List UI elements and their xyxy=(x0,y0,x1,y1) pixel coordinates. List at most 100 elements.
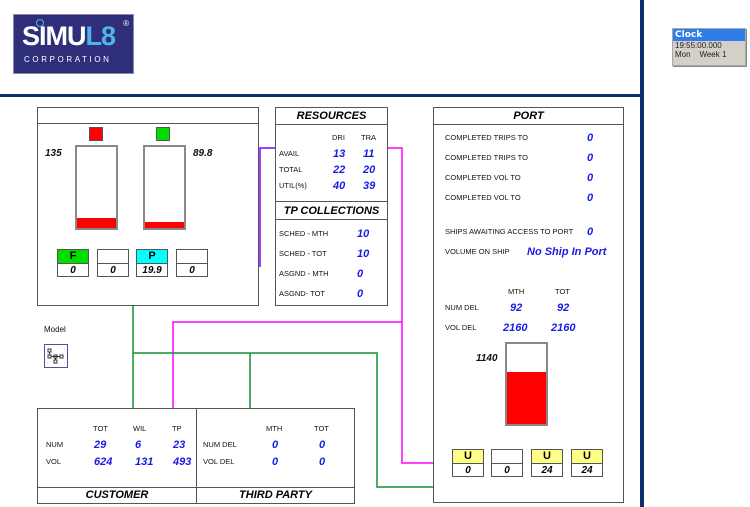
port-row-label: COMPLETED VOL TO xyxy=(445,173,521,182)
resources-value-tra: 39 xyxy=(363,180,376,192)
resources-value-dri: 22 xyxy=(333,164,346,176)
tp-collections-label: ASGND - MTH xyxy=(279,269,329,278)
port-row-label: COMPLETED TRIPS TO xyxy=(445,153,528,162)
tp-collections-label: ASGND- TOT xyxy=(279,289,325,298)
tp-collections-label: SCHED - TOT xyxy=(279,249,327,258)
port-row-value: 0 xyxy=(587,152,594,164)
port-del-tot: 92 xyxy=(557,302,570,314)
storage-cell-label: P xyxy=(137,250,167,264)
model-label: Model xyxy=(44,325,66,334)
port-del-label: NUM DEL xyxy=(445,303,479,312)
resources-col-tra: TRA xyxy=(361,133,376,142)
clock-day-week: Mon Week 1 xyxy=(675,50,727,59)
port-cell-label xyxy=(492,450,522,464)
customer-col-header: TP xyxy=(172,424,182,433)
port-del-mth: 2160 xyxy=(503,322,528,334)
port-del-tot: 2160 xyxy=(551,322,576,334)
clock-panel[interactable]: Clock 19:55:00.000 Mon Week 1 xyxy=(672,28,746,66)
port-cell-value: 24 xyxy=(581,465,593,476)
third-party-value: 0 xyxy=(319,456,326,468)
third-party-title: THIRD PARTY xyxy=(239,489,312,501)
resources-title: RESOURCES xyxy=(276,108,387,125)
left-tank-label: 135 xyxy=(45,148,62,159)
frame-divider-horizontal xyxy=(0,94,643,97)
resources-value-tra: 11 xyxy=(363,148,375,160)
volume-on-ship-value: No Ship In Port xyxy=(527,246,607,258)
storage-cell-value: 0 xyxy=(110,265,116,276)
wire-customer-tp xyxy=(172,321,402,408)
tp-collections-value: 0 xyxy=(357,288,364,300)
customer-third-party-panel: CUSTOMER THIRD PARTY xyxy=(37,408,355,504)
right-tank-indicator xyxy=(156,127,170,141)
third-party-col-header: MTH xyxy=(266,424,283,433)
storage-cell-label xyxy=(177,250,207,264)
clock-time: 19:55:00.000 xyxy=(675,41,722,50)
third-party-col-header: TOT xyxy=(314,424,329,433)
storage-cell-value: 19.9 xyxy=(142,265,162,276)
port-title: PORT xyxy=(434,108,623,125)
clock-title: Clock xyxy=(673,29,745,41)
logo-wordmark: SIMUL8 xyxy=(22,21,116,51)
right-tank xyxy=(143,145,186,230)
storage-cell-label: F xyxy=(58,250,88,264)
storage-cell-label xyxy=(98,250,128,264)
storage-cell[interactable]: 0 xyxy=(176,249,208,277)
port-del-mth: 92 xyxy=(510,302,523,314)
ships-awaiting-label: SHIPS AWAITING ACCESS TO PORT xyxy=(445,227,574,236)
port-row-label: COMPLETED VOL TO xyxy=(445,193,521,202)
port-row-value: 0 xyxy=(587,172,594,184)
resources-panel: RESOURCES TP COLLECTIONS xyxy=(275,107,388,306)
port-cell[interactable]: 0 xyxy=(491,449,523,477)
resources-row-label: TOTAL xyxy=(279,165,303,174)
port-row-value: 0 xyxy=(587,132,594,144)
third-party-row-label: VOL DEL xyxy=(203,457,235,466)
customer-value: 29 xyxy=(94,439,107,451)
customer-row-label: VOL xyxy=(46,457,62,466)
port-cell-label: U xyxy=(532,450,562,464)
model-network-icon[interactable] xyxy=(44,344,68,368)
storage-cell[interactable]: 0 xyxy=(97,249,129,277)
resources-value-dri: 13 xyxy=(333,148,346,160)
customer-value: 6 xyxy=(135,439,142,451)
third-party-value: 0 xyxy=(272,456,279,468)
third-party-row-label: NUM DEL xyxy=(203,440,237,449)
frame-divider-vertical xyxy=(640,0,644,507)
left-tank xyxy=(75,145,118,230)
port-panel: PORT xyxy=(433,107,624,503)
port-cell-value: 0 xyxy=(504,465,510,476)
right-tank-label: 89.8 xyxy=(193,148,213,159)
port-row-value: 0 xyxy=(587,192,594,204)
ships-awaiting-value: 0 xyxy=(587,226,594,238)
simul8-logo: SIMUL8 ® CORPORATION xyxy=(13,14,134,74)
wire-resources-port xyxy=(386,147,452,464)
customer-title: CUSTOMER xyxy=(85,489,149,501)
resources-value-dri: 40 xyxy=(333,180,346,192)
registered-mark: ® xyxy=(123,19,129,28)
logo-subtitle: CORPORATION xyxy=(24,55,112,64)
port-col-tot: TOT xyxy=(555,287,570,296)
port-cell-value: 0 xyxy=(465,465,471,476)
tp-collections-value: 10 xyxy=(357,228,370,240)
port-cell-label: U xyxy=(453,450,483,464)
port-cell-value: 24 xyxy=(541,465,553,476)
tp-collections-title: TP COLLECTIONS xyxy=(276,203,387,220)
customer-col-header: WIL xyxy=(133,424,147,433)
storage-panel-header xyxy=(38,108,258,124)
resources-value-tra: 20 xyxy=(363,164,376,176)
tp-collections-label: SCHED - MTH xyxy=(279,229,329,238)
customer-value: 624 xyxy=(94,456,113,468)
third-party-value: 0 xyxy=(319,439,326,451)
volume-on-ship-label: VOLUME ON SHIP xyxy=(445,247,510,256)
customer-value: 23 xyxy=(173,439,186,451)
third-party-value: 0 xyxy=(272,439,279,451)
resources-col-dri: DRI xyxy=(332,133,345,142)
port-row-label: COMPLETED TRIPS TO xyxy=(445,133,528,142)
port-tank xyxy=(505,342,548,426)
tp-collections-value: 0 xyxy=(357,268,364,280)
port-col-mth: MTH xyxy=(508,287,525,296)
